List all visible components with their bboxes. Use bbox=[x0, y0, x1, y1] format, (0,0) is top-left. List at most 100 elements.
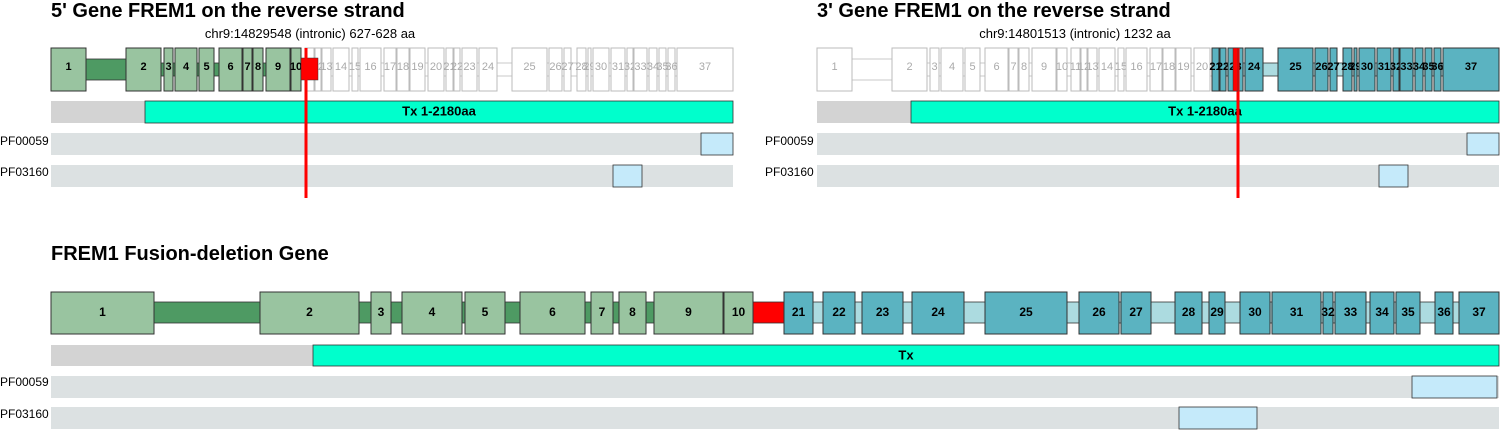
exon bbox=[1314, 47, 1329, 92]
exon-label: 25 bbox=[523, 61, 535, 73]
intron bbox=[851, 58, 893, 81]
exon-label: 15 bbox=[349, 61, 361, 73]
exon bbox=[445, 47, 454, 92]
exon bbox=[163, 47, 174, 92]
exon bbox=[1342, 47, 1353, 92]
exon-label: 16 bbox=[1130, 61, 1142, 73]
exon-label: 13 bbox=[1086, 61, 1098, 73]
transcript-bar bbox=[312, 344, 1500, 367]
exon-label: 20 bbox=[430, 61, 442, 73]
exon bbox=[590, 291, 614, 335]
exon bbox=[940, 47, 964, 92]
exon bbox=[1244, 47, 1264, 92]
intron bbox=[645, 301, 655, 324]
exon-label: 2 bbox=[306, 305, 313, 319]
exon-label: 22 bbox=[1217, 61, 1229, 73]
exon bbox=[964, 47, 981, 92]
exon bbox=[1329, 47, 1338, 92]
exon-label: 5 bbox=[969, 61, 975, 73]
panel-title: 3' Gene FREM1 on the reverse strand bbox=[817, 0, 1171, 22]
exon-label: 9 bbox=[275, 61, 281, 73]
panel-title: FREM1 Fusion-deletion Gene bbox=[51, 243, 329, 265]
intron bbox=[213, 62, 220, 77]
intron bbox=[496, 62, 513, 77]
exon bbox=[265, 47, 291, 92]
exon-label: 37 bbox=[699, 61, 711, 73]
exon-label: 15 bbox=[1115, 61, 1127, 73]
exon-label: 33 bbox=[1400, 61, 1412, 73]
intron bbox=[1419, 301, 1436, 324]
exon bbox=[1369, 291, 1395, 335]
exon bbox=[332, 47, 350, 92]
intron bbox=[612, 301, 620, 324]
domain-label: PF00059 bbox=[0, 134, 49, 148]
exon-label: 28 bbox=[1182, 305, 1196, 319]
exon-label: 30 bbox=[595, 61, 607, 73]
exon-label: 25 bbox=[1289, 61, 1301, 73]
exon-label: 32 bbox=[1321, 305, 1335, 319]
exon bbox=[1208, 291, 1226, 335]
exon bbox=[1376, 47, 1392, 92]
exon-label: 3 bbox=[378, 305, 385, 319]
exon bbox=[461, 47, 478, 92]
exon-label: 20 bbox=[1196, 61, 1208, 73]
exon bbox=[1018, 47, 1030, 92]
exon-label: 10 bbox=[732, 305, 746, 319]
exon bbox=[1125, 47, 1148, 92]
exon bbox=[1399, 47, 1414, 92]
junction-marker bbox=[752, 301, 785, 324]
intron bbox=[979, 62, 986, 77]
exon bbox=[563, 47, 572, 92]
exon bbox=[198, 47, 215, 92]
exon bbox=[50, 291, 155, 335]
exon-label: 14 bbox=[1101, 61, 1113, 73]
exon-label: 10 bbox=[1056, 61, 1068, 73]
exon bbox=[401, 291, 463, 335]
exon bbox=[1149, 47, 1163, 92]
exon bbox=[1458, 291, 1500, 335]
exon-label: 24 bbox=[482, 61, 494, 73]
domain-box bbox=[700, 132, 734, 156]
exon-label: 7 bbox=[244, 61, 250, 73]
exon-label: 28 bbox=[575, 61, 587, 73]
intron bbox=[584, 301, 592, 324]
exon bbox=[409, 47, 426, 92]
exon-label: 22 bbox=[832, 305, 846, 319]
exon-label: 10 bbox=[290, 61, 302, 73]
exon-label: 6 bbox=[549, 305, 556, 319]
exon-label: 31 bbox=[612, 61, 624, 73]
exon-label: 1 bbox=[831, 61, 837, 73]
exon-label: 19 bbox=[1177, 61, 1189, 73]
exon bbox=[1087, 47, 1098, 92]
exon bbox=[370, 291, 392, 335]
domain-box bbox=[612, 164, 643, 188]
exon bbox=[1056, 47, 1068, 92]
intron bbox=[963, 301, 986, 324]
exon bbox=[511, 47, 548, 92]
exon bbox=[929, 47, 940, 92]
domain-box bbox=[1178, 406, 1258, 430]
exon-label: 35 bbox=[1401, 305, 1415, 319]
breakpoint-label: chr9:14829548 (intronic) 627-628 aa bbox=[205, 26, 416, 41]
exon bbox=[911, 291, 965, 335]
exon bbox=[1334, 291, 1367, 335]
exon-label: 23 bbox=[463, 61, 475, 73]
exon-label: 12 bbox=[1078, 61, 1090, 73]
exon bbox=[1277, 47, 1314, 92]
exon bbox=[1211, 47, 1220, 92]
domain-track bbox=[817, 133, 1499, 155]
exon bbox=[576, 47, 587, 92]
exon-label: 34 bbox=[647, 61, 659, 73]
intron bbox=[1066, 301, 1080, 324]
intron bbox=[1452, 301, 1460, 324]
transcript-label: Tx 1-2180aa bbox=[402, 103, 476, 118]
domain-label: PF03160 bbox=[765, 165, 814, 179]
exon-label: 30 bbox=[1361, 61, 1373, 73]
exon-label: 28 bbox=[1341, 61, 1353, 73]
domain-label: PF00059 bbox=[765, 134, 814, 148]
domain-label: PF03160 bbox=[0, 165, 49, 179]
exon-label: 22 bbox=[451, 61, 463, 73]
exon-label: 1 bbox=[65, 61, 71, 73]
exon bbox=[259, 291, 360, 335]
